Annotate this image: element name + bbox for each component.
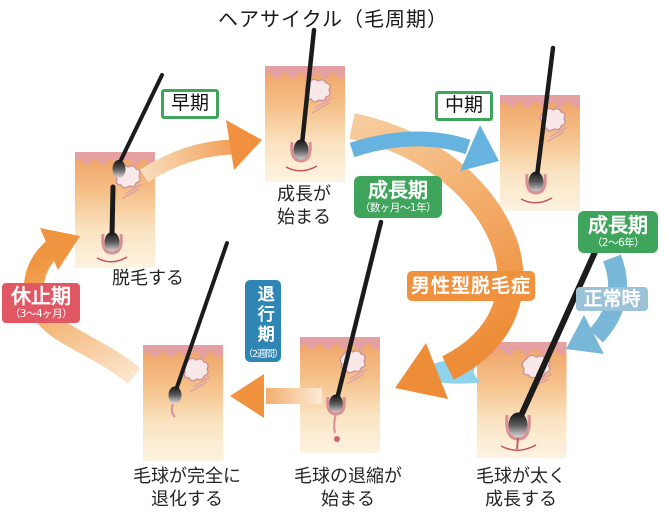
caption-bulb-fully-regresses: 毛球が完全に 退化する bbox=[133, 466, 241, 510]
badge-telogen-phase: 休止期 （3～4ヶ月） bbox=[2, 283, 80, 323]
arrow-regression-to-telogen-orange bbox=[230, 374, 322, 418]
badge-telogen-sub: （3～4ヶ月） bbox=[9, 308, 73, 320]
follicle-shedding-illustration bbox=[75, 73, 164, 268]
badge-catagen-sub: （2週間） bbox=[243, 348, 283, 360]
badge-catagen-main: 退行期 bbox=[253, 285, 274, 345]
badge-telogen-main: 休止期 bbox=[11, 284, 71, 308]
follicle-mid-growth-illustration bbox=[500, 45, 580, 211]
badge-growth-phase-short: 成長期 （数ヶ月～1年） bbox=[354, 176, 442, 218]
follicle-regression-start-illustration bbox=[300, 219, 384, 453]
badge-growth-long-main: 成長期 bbox=[588, 213, 648, 237]
follicle-fully-regressed-illustration bbox=[143, 241, 229, 461]
caption-growth-begins: 成長が 始まる bbox=[277, 184, 331, 228]
badge-growth-phase-long: 成長期 （2～6年） bbox=[578, 211, 658, 253]
caption-bulb-grows-thick: 毛球が太く 成長する bbox=[476, 466, 566, 510]
follicle-thick-growth-illustration bbox=[477, 249, 598, 458]
diagram-title: ヘアサイクル（毛周期） bbox=[218, 7, 448, 31]
badge-male-pattern-baldness: 男性型脱毛症 bbox=[407, 271, 535, 301]
badge-growth-short-sub: （数ヶ月～1年） bbox=[359, 202, 437, 214]
stage-label-early: 早期 bbox=[161, 89, 220, 119]
stage-label-mid: 中期 bbox=[435, 91, 494, 121]
caption-shedding: 脱毛する bbox=[112, 268, 184, 289]
follicle-growth-start-illustration bbox=[265, 27, 345, 182]
arrow-early-orange bbox=[139, 120, 262, 183]
badge-catagen-phase: 退行期 （2週間） bbox=[243, 280, 284, 362]
caption-bulb-regression-begins: 毛球の退縮が 始まる bbox=[294, 466, 402, 510]
badge-growth-long-sub: （2～6年） bbox=[591, 237, 645, 249]
arrow-mid-blue bbox=[349, 125, 499, 171]
arrow-aga-orange-arc bbox=[349, 113, 524, 399]
badge-growth-short-main: 成長期 bbox=[368, 178, 428, 202]
badge-normal-state: 正常時 bbox=[576, 287, 648, 311]
